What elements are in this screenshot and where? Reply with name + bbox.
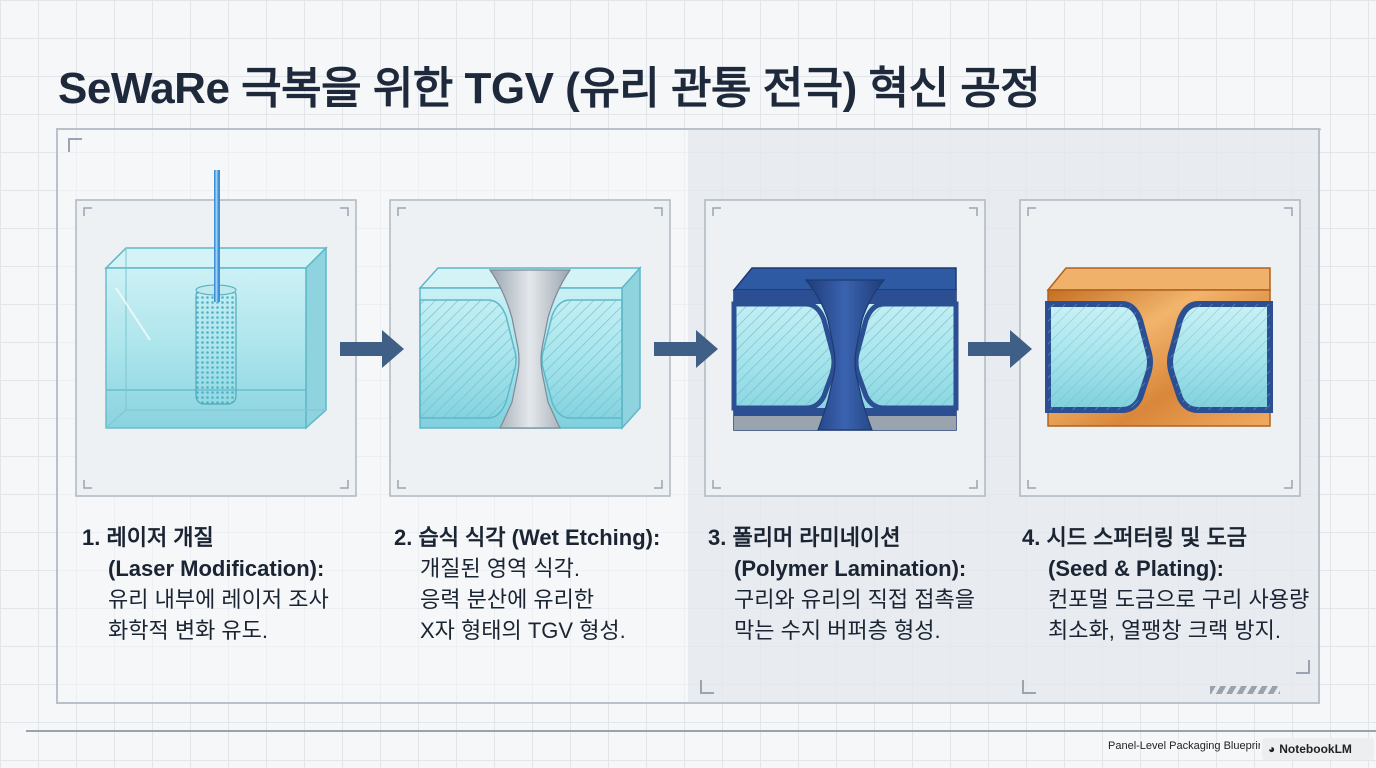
- step-desc-line: 화학적 변화 유도.: [108, 618, 269, 643]
- step-desc-line: 유리 내부에 레이저 조사: [108, 587, 329, 612]
- step-3-text: 3. 폴리머 라미네이션 (Polymer Lamination): 구리와 유…: [708, 522, 975, 646]
- brand-name: NotebookLM: [1279, 742, 1352, 756]
- notebooklm-logo-icon: ◕: [1268, 742, 1276, 756]
- arrow-1-to-2: [340, 330, 404, 368]
- step-4-illustration: [1019, 199, 1301, 497]
- corner-mark: [700, 680, 714, 694]
- step-subheading: (Polymer Lamination):: [734, 556, 967, 581]
- brand-badge: ◕ NotebookLM: [1262, 738, 1374, 760]
- step-desc-line: 컨포멀 도금으로 구리 사용량: [1048, 587, 1310, 612]
- corner-mark: [68, 138, 82, 152]
- decorative-stripes: [1210, 686, 1280, 694]
- step-subheading: (Seed & Plating):: [1048, 556, 1225, 581]
- step-4-text: 4. 시드 스퍼터링 및 도금 (Seed & Plating): 컨포멀 도금…: [1022, 522, 1309, 646]
- step-2-text: 2. 습식 식각 (Wet Etching): 개질된 영역 식각. 응력 분산…: [394, 522, 660, 646]
- step-heading: 2. 습식 식각 (Wet Etching):: [394, 525, 661, 550]
- page-title: SeWaRe 극복을 위한 TGV (유리 관통 전극) 혁신 공정: [58, 64, 1041, 113]
- arrow-2-to-3: [654, 330, 718, 368]
- step-1-illustration: [75, 170, 357, 497]
- step-desc-line: 개질된 영역 식각.: [420, 556, 581, 581]
- footer-divider: [26, 730, 1376, 732]
- step-1-text: 1. 레이저 개질 (Laser Modification): 유리 내부에 레…: [82, 522, 329, 646]
- step-desc-line: 막는 수지 버퍼층 형성.: [734, 618, 941, 643]
- corner-mark: [1022, 680, 1036, 694]
- arrow-3-to-4: [968, 330, 1032, 368]
- step-heading: 4. 시드 스퍼터링 및 도금: [1022, 525, 1247, 550]
- step-3-illustration: [704, 199, 986, 497]
- step-desc-line: X자 형태의 TGV 형성.: [420, 618, 626, 643]
- step-desc-line: 응력 분산에 유리한: [420, 587, 595, 612]
- step-subheading: (Laser Modification):: [108, 556, 325, 581]
- step-heading: 3. 폴리머 라미네이션: [708, 525, 901, 550]
- corner-mark: [1296, 660, 1310, 674]
- footer-label: Panel-Level Packaging Blueprint: [1108, 740, 1260, 752]
- step-heading: 1. 레이저 개질: [82, 525, 214, 550]
- step-desc-line: 최소화, 열팽창 크랙 방지.: [1048, 618, 1281, 643]
- step-desc-line: 구리와 유리의 직접 접촉을: [734, 587, 975, 612]
- step-2-illustration: [389, 199, 671, 497]
